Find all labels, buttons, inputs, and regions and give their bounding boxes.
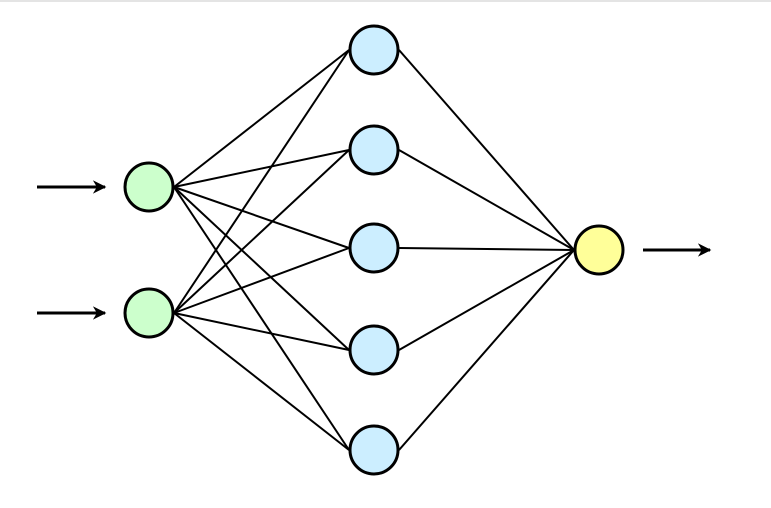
nodes (123, 24, 625, 476)
connection-line (173, 312, 350, 351)
hidden-node (348, 24, 400, 76)
connection-line (173, 247, 350, 314)
connection-line (173, 186, 350, 351)
connection-line (398, 247, 575, 251)
io-arrows (37, 180, 712, 320)
connection-line (173, 149, 350, 188)
connection-line (173, 49, 350, 314)
connections (173, 49, 575, 451)
connection-line (398, 149, 575, 251)
hidden-node (348, 124, 400, 176)
connection-line (173, 186, 350, 451)
connection-line (398, 49, 575, 251)
connection-line (173, 49, 350, 188)
input-node (123, 287, 175, 339)
output-node (573, 224, 625, 276)
connection-line (173, 312, 350, 451)
hidden-node (348, 424, 400, 476)
input-node (123, 161, 175, 213)
connection-line (173, 186, 350, 249)
top-border (0, 0, 771, 2)
connection-line (398, 249, 575, 451)
hidden-node (348, 324, 400, 376)
hidden-node (348, 222, 400, 274)
connection-line (398, 249, 575, 351)
connection-line (173, 149, 350, 314)
